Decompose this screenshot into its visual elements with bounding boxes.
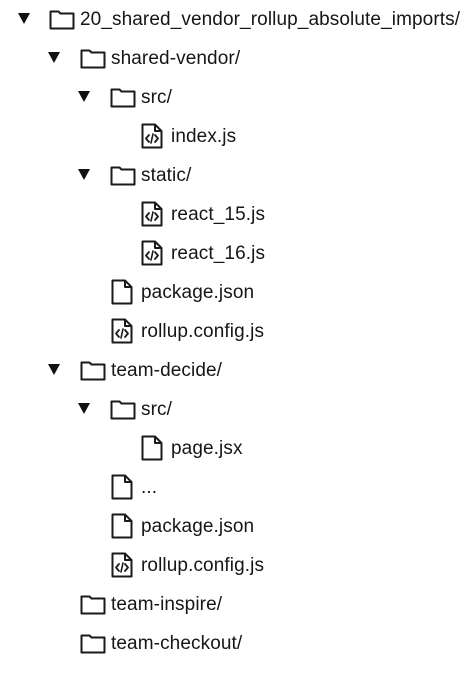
tree-item-label: static/ — [141, 165, 192, 186]
caret-expanded-icon[interactable] — [78, 91, 90, 102]
tree-item-page-jsx[interactable]: page.jsx — [0, 429, 450, 468]
caret-expanded-icon[interactable] — [78, 403, 90, 414]
folder-icon — [110, 400, 136, 420]
folder-icon — [80, 634, 106, 654]
tree-item-team-decide[interactable]: team-decide/ — [0, 351, 450, 390]
tree-item-label: page.jsx — [171, 438, 243, 459]
folder-icon — [80, 49, 106, 69]
folder-icon — [80, 595, 106, 615]
code-file-icon — [111, 318, 133, 344]
file-tree: 20_shared_vendor_rollup_absolute_imports… — [0, 0, 460, 663]
tree-item-react-16-js[interactable]: react_16.js — [0, 234, 450, 273]
folder-icon — [80, 361, 106, 381]
tree-item-team-inspire[interactable]: team-inspire/ — [0, 585, 450, 624]
caret-expanded-icon[interactable] — [78, 169, 90, 180]
tree-item-ellipsis[interactable]: ... — [0, 468, 450, 507]
code-file-icon — [141, 240, 163, 266]
tree-item-react-15-js[interactable]: react_15.js — [0, 195, 450, 234]
code-file-icon — [141, 123, 163, 149]
tree-item-label: src/ — [141, 87, 173, 108]
folder-icon — [110, 88, 136, 108]
tree-item-src-folder[interactable]: src/ — [0, 78, 450, 117]
tree-item-package-json[interactable]: package.json — [0, 273, 450, 312]
tree-item-team-checkout[interactable]: team-checkout/ — [0, 624, 450, 663]
tree-item-root-folder[interactable]: 20_shared_vendor_rollup_absolute_imports… — [0, 0, 460, 39]
tree-item-label: team-inspire/ — [111, 594, 223, 615]
tree-item-rollup-config-js[interactable]: rollup.config.js — [0, 312, 450, 351]
tree-item-shared-vendor[interactable]: shared-vendor/ — [0, 39, 450, 78]
tree-item-label: team-checkout/ — [111, 633, 243, 654]
caret-expanded-icon[interactable] — [18, 13, 30, 24]
tree-item-label: ... — [141, 477, 158, 498]
tree-item-label: react_16.js — [171, 243, 266, 264]
tree-item-static-folder[interactable]: static/ — [0, 156, 450, 195]
file-icon — [141, 435, 163, 461]
tree-item-label: rollup.config.js — [141, 321, 265, 342]
code-file-icon — [141, 201, 163, 227]
file-icon — [111, 474, 133, 500]
folder-icon — [110, 166, 136, 186]
tree-item-label: package.json — [141, 516, 255, 537]
tree-item-label: shared-vendor/ — [111, 48, 241, 69]
file-icon — [111, 279, 133, 305]
code-file-icon — [111, 552, 133, 578]
tree-item-label: package.json — [141, 282, 255, 303]
tree-item-package-json[interactable]: package.json — [0, 507, 450, 546]
file-icon — [111, 513, 133, 539]
tree-item-label: index.js — [171, 126, 237, 147]
caret-expanded-icon[interactable] — [48, 364, 60, 375]
tree-item-src-folder[interactable]: src/ — [0, 390, 450, 429]
tree-item-label: rollup.config.js — [141, 555, 265, 576]
tree-item-rollup-config-js[interactable]: rollup.config.js — [0, 546, 450, 585]
caret-expanded-icon[interactable] — [48, 52, 60, 63]
folder-icon — [49, 10, 75, 30]
tree-item-label: src/ — [141, 399, 173, 420]
tree-item-label: team-decide/ — [111, 360, 223, 381]
tree-item-index-js[interactable]: index.js — [0, 117, 450, 156]
tree-item-label: react_15.js — [171, 204, 266, 225]
tree-item-label: 20_shared_vendor_rollup_absolute_imports… — [80, 9, 460, 30]
